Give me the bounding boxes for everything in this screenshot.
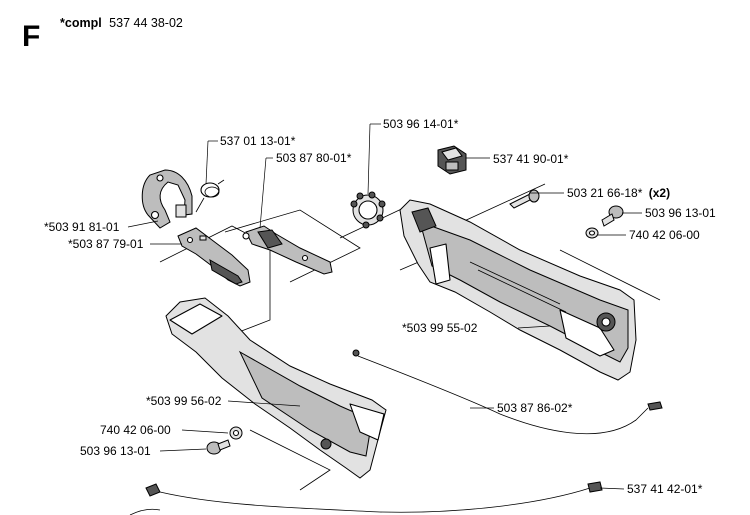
label-503-87-79-01: *503 87 79-01: [68, 237, 144, 251]
label-503-21-66-18-qty: (x2): [649, 186, 670, 200]
label-740-42-06-00-top: 740 42 06-00: [629, 228, 700, 242]
right-handle-housing-part: [399, 199, 637, 381]
ring-part: [350, 191, 386, 229]
label-537-01-13-01: 537 01 13-01*: [220, 134, 296, 148]
assembly-title-number: 537 44 38-02: [109, 16, 183, 30]
label-503-21-66-18-number: 503 21 66-18*: [567, 186, 643, 200]
clamp-part: [141, 169, 193, 229]
label-503-99-56-02: *503 99 56-02: [146, 394, 222, 408]
label-503-96-13-01-top: 503 96 13-01: [645, 206, 716, 220]
stop-switch-part: [437, 145, 467, 175]
section-letter: F: [22, 20, 40, 53]
left-handle-housing-part: [165, 297, 387, 479]
trigger-lever-part: [177, 227, 251, 287]
leader-lines: [127, 123, 642, 490]
throttle-lever-part: [242, 225, 333, 275]
label-537-41-42-01: 537 41 42-01*: [627, 482, 703, 496]
label-503-91-81-01: *503 91 81-01: [44, 220, 120, 234]
washer-top-part: [585, 227, 599, 239]
label-503-87-86-02: 503 87 86-02*: [497, 401, 573, 415]
stop-cable-part: [129, 481, 603, 515]
label-503-21-66-18: 503 21 66-18* (x2): [567, 186, 670, 200]
label-503-96-14-01: 503 96 14-01*: [383, 117, 459, 131]
washer-bottom-part: [229, 426, 243, 440]
label-503-99-55-02: *503 99 55-02: [402, 321, 478, 335]
assembly-title-prefix: *compl: [60, 16, 102, 30]
label-537-41-90-01: 537 41 90-01*: [493, 152, 569, 166]
spring-part: [195, 179, 225, 213]
label-740-42-06-00-bottom: 740 42 06-00: [100, 423, 171, 437]
screw-top-part: [601, 205, 624, 227]
label-503-96-13-01-bottom: 503 96 13-01: [80, 444, 151, 458]
throttle-cable-part: [352, 349, 663, 435]
label-503-87-80-01: 503 87 80-01*: [276, 151, 352, 165]
screw-bottom-part: [206, 439, 231, 455]
assembly-title: *compl 537 44 38-02: [60, 16, 183, 30]
